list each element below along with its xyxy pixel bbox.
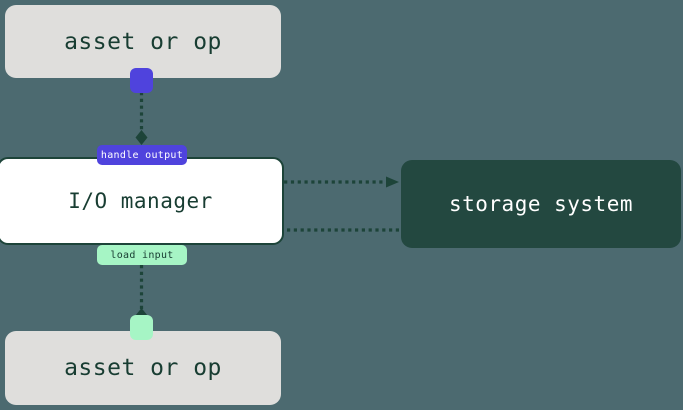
output-port-handle[interactable] xyxy=(130,68,153,93)
edge-label-handle-output[interactable]: handle output xyxy=(97,145,187,165)
edge-label-text: load input xyxy=(110,249,174,261)
node-label: I/O manager xyxy=(68,189,213,213)
node-asset-or-op-bottom[interactable]: asset or op xyxy=(5,331,281,405)
node-label: storage system xyxy=(448,192,633,216)
input-port-handle[interactable] xyxy=(130,315,153,340)
diamond-marker-icon xyxy=(135,130,148,145)
arrowhead-right-icon xyxy=(386,176,399,188)
node-io-manager[interactable]: I/O manager xyxy=(0,157,284,245)
node-asset-or-op-top[interactable]: asset or op xyxy=(5,5,281,78)
node-storage-system[interactable]: storage system xyxy=(401,160,681,248)
node-label: asset or op xyxy=(64,28,222,55)
edge-label-load-input[interactable]: load input xyxy=(97,245,187,265)
edge-handle-output-upper xyxy=(135,92,148,145)
edge-label-text: handle output xyxy=(100,149,184,161)
node-label: asset or op xyxy=(64,355,222,381)
